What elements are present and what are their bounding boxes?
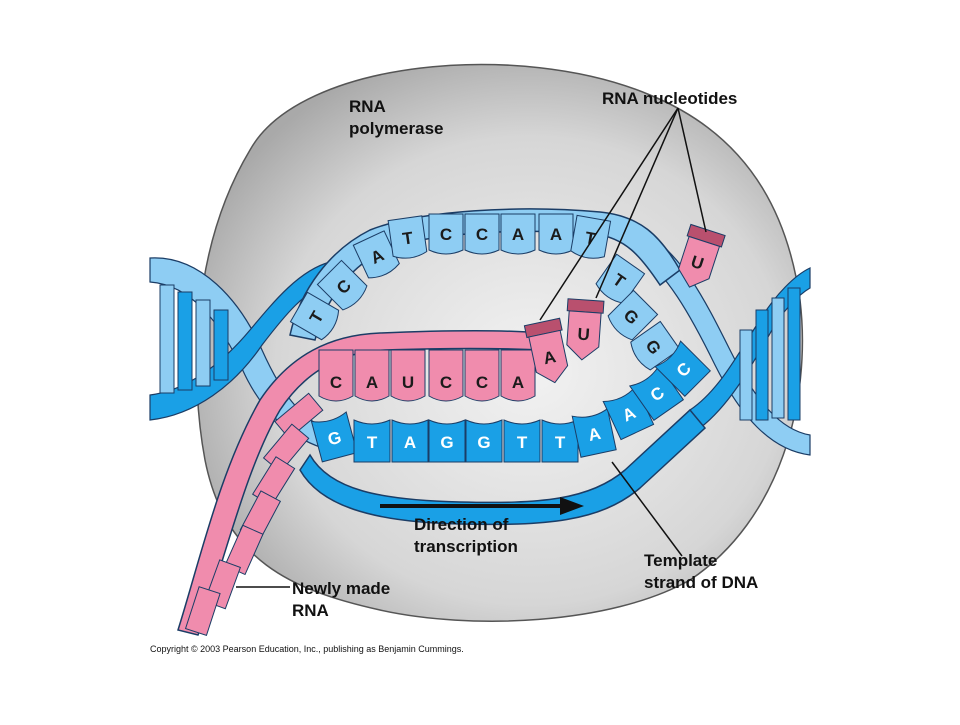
rna-tail-base bbox=[184, 586, 221, 637]
template-base: G bbox=[428, 419, 466, 463]
free-nucleotide-u-label: U bbox=[577, 325, 591, 345]
direction-arrow bbox=[380, 497, 584, 515]
rna-base: C bbox=[464, 349, 500, 402]
free-nucleotide-u2-label: U bbox=[689, 252, 707, 274]
rna-base: A bbox=[500, 349, 536, 402]
template-base-label: G bbox=[326, 428, 344, 450]
template-base-label: T bbox=[517, 433, 528, 452]
coding-base: A bbox=[538, 213, 574, 255]
template-strand-backbone bbox=[299, 408, 707, 526]
new-rna-label-line1: Newly made bbox=[292, 579, 390, 598]
coding-base: T bbox=[289, 291, 340, 341]
coding-base: T bbox=[387, 215, 428, 259]
rna-base: U bbox=[390, 349, 426, 402]
coding-base: C bbox=[428, 213, 464, 255]
coding-base: A bbox=[352, 230, 400, 279]
template-base: A bbox=[571, 407, 617, 458]
free-nucleotide-u-2: U bbox=[678, 223, 726, 288]
coding-base: G bbox=[630, 320, 681, 371]
free-nucleotide-a: A bbox=[523, 317, 569, 384]
template-base: T bbox=[503, 419, 541, 463]
coding-base-label: A bbox=[550, 225, 562, 244]
template-strand-label-line1: Template bbox=[644, 551, 717, 570]
rna-base-label: C bbox=[476, 373, 488, 392]
coding-base: A bbox=[500, 213, 536, 255]
free-nucleotide-a-label: A bbox=[542, 347, 558, 368]
rna-base-label: A bbox=[512, 373, 524, 392]
leader-lines bbox=[236, 107, 707, 588]
rna-polymerase-label-line2: polymerase bbox=[349, 119, 444, 138]
rna-base-label: C bbox=[330, 373, 342, 392]
template-base: T bbox=[541, 419, 579, 463]
rna-nucleotides-label: RNA nucleotides bbox=[602, 89, 737, 108]
coding-base: C bbox=[464, 213, 500, 255]
coding-base-label: C bbox=[476, 225, 488, 244]
template-base-label: A bbox=[587, 424, 603, 445]
coding-base-label: A bbox=[512, 225, 524, 244]
rna-base: C bbox=[318, 349, 354, 402]
template-strand-label-line2: strand of DNA bbox=[644, 573, 758, 592]
rna-tail-base bbox=[274, 392, 324, 440]
rna-base: C bbox=[428, 349, 464, 402]
template-base-label: T bbox=[555, 433, 566, 452]
template-base: C bbox=[628, 364, 685, 422]
coding-base: G bbox=[607, 289, 659, 341]
coding-base-label: C bbox=[440, 225, 452, 244]
new-rna-tail bbox=[184, 392, 324, 637]
rna-base-label: A bbox=[366, 373, 378, 392]
rna-base: A bbox=[354, 349, 390, 402]
coding-base: C bbox=[316, 259, 368, 311]
template-base: G bbox=[465, 419, 503, 463]
template-base: A bbox=[391, 419, 429, 463]
rna-base-label: C bbox=[440, 373, 452, 392]
free-nucleotide-u: U bbox=[566, 298, 605, 361]
coding-base-label: T bbox=[583, 228, 597, 249]
template-base: C bbox=[654, 340, 711, 397]
direction-label-line2: transcription bbox=[414, 537, 518, 556]
template-base-label: T bbox=[367, 433, 378, 452]
template-base-label: A bbox=[404, 433, 416, 452]
rna-polymerase-label-line1: RNA bbox=[349, 97, 386, 116]
right-dna-helix bbox=[631, 229, 811, 456]
new-rna-label-line2: RNA bbox=[292, 601, 329, 620]
coding-base-label: T bbox=[401, 228, 415, 248]
template-base-label: G bbox=[440, 433, 453, 452]
rna-base-label: U bbox=[402, 373, 414, 392]
direction-label-line1: Direction of bbox=[414, 515, 509, 534]
template-base-label: G bbox=[477, 433, 490, 452]
copyright-text: Copyright © 2003 Pearson Education, Inc.… bbox=[150, 644, 464, 654]
template-base: T bbox=[353, 419, 391, 463]
